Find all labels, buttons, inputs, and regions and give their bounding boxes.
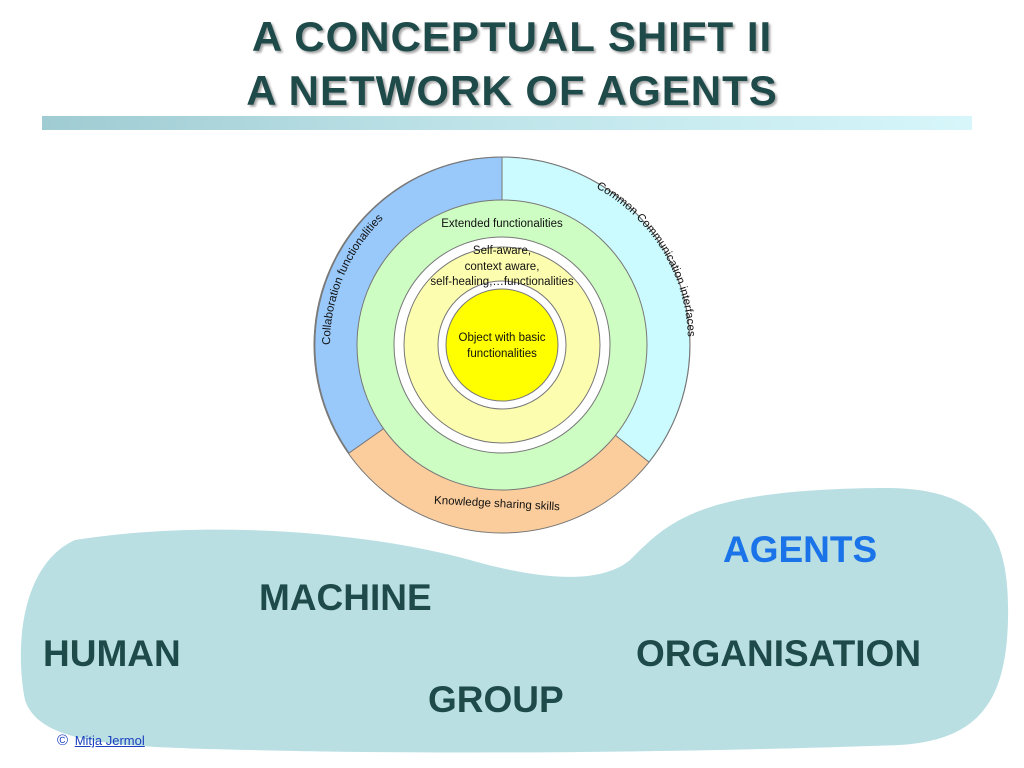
group-label: GROUP — [428, 679, 564, 720]
self-aware-label-line2: context aware, — [465, 261, 540, 273]
extended-functionalities-label: Extended functionalities — [441, 218, 563, 230]
core-label-line1: Object with basic — [459, 332, 546, 344]
organisation-label: ORGANISATION — [636, 633, 922, 674]
self-aware-label-line1: Self-aware, — [473, 245, 531, 257]
title-underline-bar — [42, 116, 972, 130]
machine-label: MACHINE — [259, 577, 432, 618]
self-aware-label-line3: self-healing,…functionalities — [430, 276, 573, 288]
human-label: HUMAN — [43, 633, 181, 674]
agents-blob-shape — [20, 487, 1009, 753]
slide-title-line1: A CONCEPTUAL SHIFT II — [251, 13, 773, 60]
copyright-footer: © Mitja Jermol — [57, 732, 145, 749]
core-label-line2: functionalities — [467, 348, 537, 360]
copyright-icon: © — [57, 732, 69, 749]
agents-label: AGENTS — [723, 529, 878, 570]
author-link[interactable]: Mitja Jermol — [74, 733, 145, 748]
core-circle — [445, 288, 559, 402]
slide-title-line2: A NETWORK OF AGENTS — [246, 67, 778, 114]
